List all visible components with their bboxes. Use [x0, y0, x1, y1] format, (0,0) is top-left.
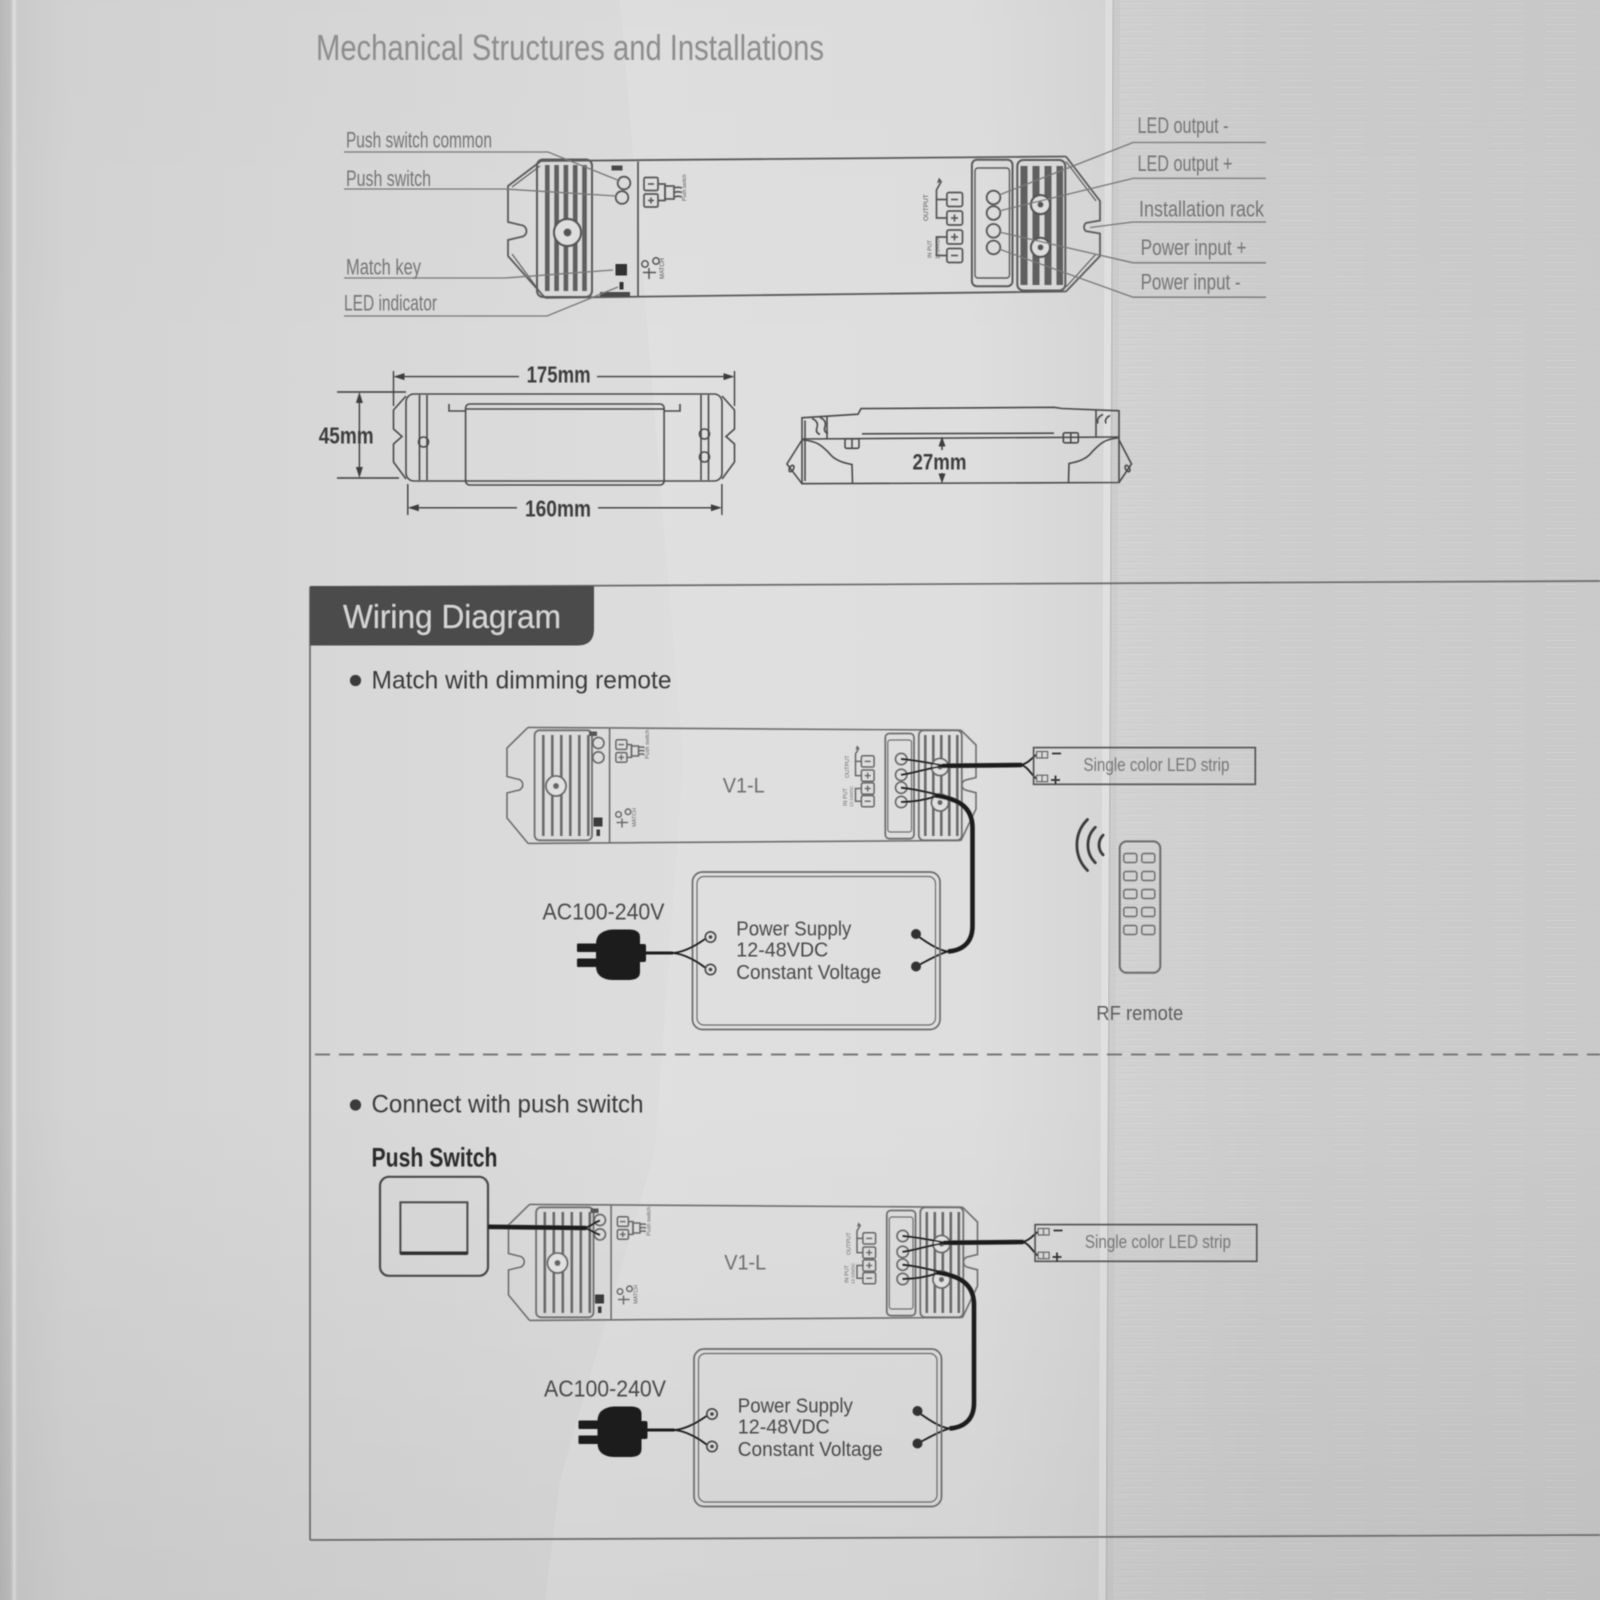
svg-text:Push switch: Push switch — [682, 174, 688, 201]
svg-text:LED indicator: LED indicator — [344, 291, 437, 316]
svg-text:45mm: 45mm — [319, 423, 374, 449]
svg-text:Match key: Match key — [346, 255, 421, 280]
svg-text:160mm: 160mm — [525, 496, 591, 522]
svg-text:LED output +: LED output + — [1138, 151, 1233, 176]
svg-text:Match with dimming remote: Match with dimming remote — [372, 667, 672, 695]
svg-text:RF remote: RF remote — [1096, 1003, 1183, 1025]
svg-text:12-24VDC: 12-24VDC — [936, 235, 942, 259]
svg-text:27mm: 27mm — [913, 450, 967, 475]
svg-text:Installation rack: Installation rack — [1139, 197, 1265, 222]
svg-text:Wiring Diagram: Wiring Diagram — [343, 598, 561, 635]
svg-text:Push Switch: Push Switch — [372, 1143, 498, 1173]
svg-text:Push switch common: Push switch common — [346, 128, 492, 153]
svg-text:MATCH: MATCH — [660, 258, 666, 279]
svg-text:Mechanical Structures and Inst: Mechanical Structures and Installations — [316, 27, 824, 68]
svg-text:OUTPUT: OUTPUT — [923, 194, 930, 221]
svg-text:Power input -: Power input - — [1141, 270, 1241, 295]
svg-text:Connect with push switch: Connect with push switch — [372, 1091, 644, 1119]
svg-text:175mm: 175mm — [527, 362, 591, 388]
svg-text:IN PUT: IN PUT — [928, 239, 934, 258]
svg-text:Power input +: Power input + — [1141, 235, 1247, 260]
svg-text:Push switch: Push switch — [346, 166, 431, 191]
svg-text:LED output -: LED output - — [1138, 113, 1229, 138]
